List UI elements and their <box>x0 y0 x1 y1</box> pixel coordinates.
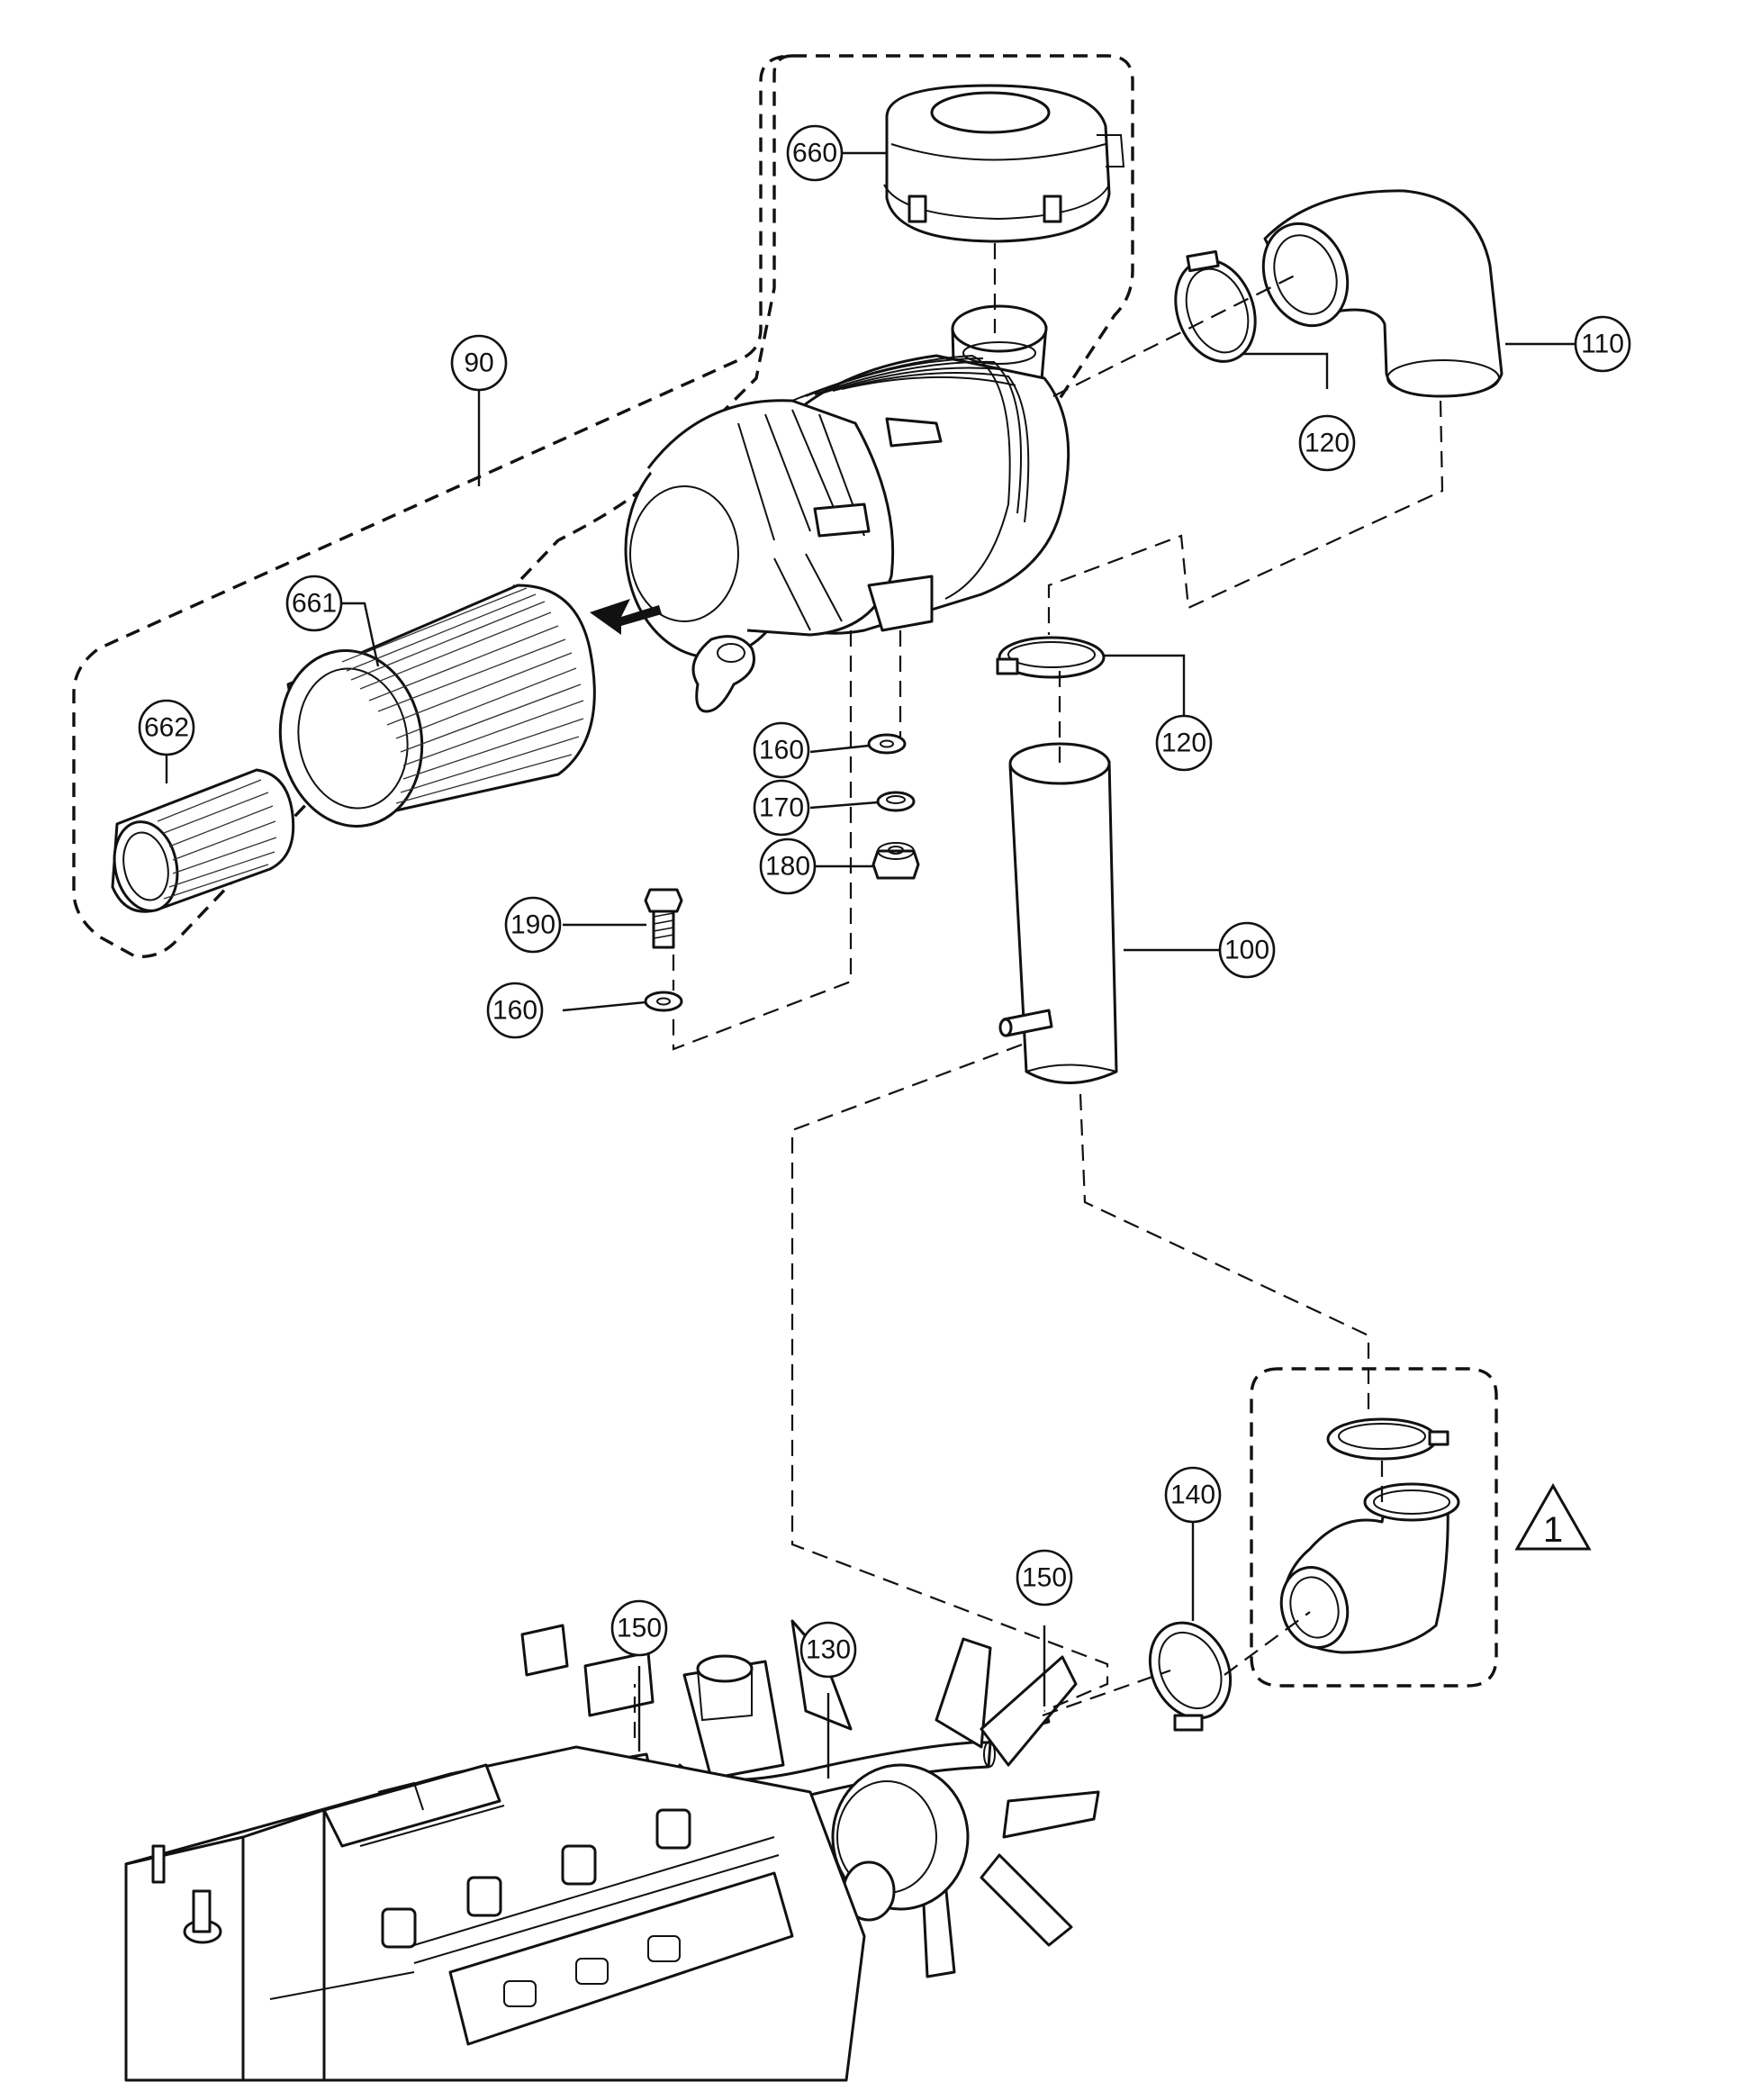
air-cleaner-body <box>624 304 1070 713</box>
flat-washer-160-lower <box>644 991 683 1012</box>
callout-160-lower-label: 160 <box>492 996 537 1026</box>
engine-assembly <box>124 1619 1100 2082</box>
callout-120-middle-label: 120 <box>1161 729 1206 758</box>
callout-150-left-label: 150 <box>617 1614 662 1643</box>
callout-90: 90 <box>450 334 508 392</box>
warning-triangle-icon: 1 <box>1514 1482 1592 1551</box>
assembly-lines <box>633 243 1444 1738</box>
hex-bolt-190 <box>644 888 683 949</box>
callout-661-label: 661 <box>292 589 337 619</box>
callout-660: 660 <box>786 124 844 182</box>
callout-120-upper-label: 120 <box>1305 429 1350 458</box>
callout-130: 130 <box>799 1621 857 1679</box>
hose-clamp-120-middle <box>996 636 1106 679</box>
safety-filter-662 <box>111 768 295 913</box>
callout-100-label: 100 <box>1224 936 1269 965</box>
flat-washer-160-upper <box>867 733 907 755</box>
air-cleaner-kit-boundary <box>72 54 793 959</box>
callout-660-label: 660 <box>792 139 837 168</box>
service-kit-boundary <box>1250 1367 1498 1688</box>
elbow-in-kit <box>1279 1482 1460 1654</box>
callout-110: 110 <box>1574 315 1631 373</box>
clamp-in-kit <box>1326 1417 1449 1461</box>
intake-tube-100 <box>998 742 1118 1084</box>
elbow-hose-110 <box>1261 189 1504 398</box>
hose-clamp-140 <box>1148 1621 1233 1732</box>
callout-170-label: 170 <box>759 793 804 823</box>
callout-160-lower: 160 <box>486 982 544 1039</box>
spring-washer-170 <box>876 791 916 812</box>
callout-150-left: 150 <box>610 1599 668 1657</box>
callout-110-label: 110 <box>1581 330 1624 359</box>
callout-140-label: 140 <box>1170 1480 1215 1510</box>
callout-662-label: 662 <box>144 713 189 743</box>
callout-190-label: 190 <box>510 910 555 940</box>
callout-170: 170 <box>753 779 810 837</box>
callout-130-label: 130 <box>806 1635 851 1665</box>
cover-cap-660 <box>883 84 1125 243</box>
primary-filter-661 <box>278 584 596 828</box>
callout-90-label: 90 <box>464 348 493 378</box>
callout-120-upper: 120 <box>1298 414 1356 472</box>
lock-nut-180 <box>871 842 920 880</box>
callout-150-right-label: 150 <box>1022 1563 1067 1593</box>
callout-662: 662 <box>138 699 195 756</box>
callout-100: 100 <box>1218 921 1276 979</box>
hose-clamp-120-upper <box>1174 249 1257 363</box>
callout-140: 140 <box>1164 1466 1222 1524</box>
callout-190: 190 <box>504 896 562 954</box>
callout-150-right: 150 <box>1016 1549 1073 1607</box>
callout-160-upper-label: 160 <box>759 736 804 765</box>
callout-180: 180 <box>759 837 817 895</box>
callout-160-upper: 160 <box>753 721 810 779</box>
removal-direction-arrow <box>590 599 662 635</box>
callout-180-label: 180 <box>765 852 810 882</box>
callout-120-middle: 120 <box>1155 714 1213 772</box>
leader-lines <box>165 151 1576 1779</box>
callout-661: 661 <box>285 575 343 632</box>
warning-symbol-number: 1 <box>1543 1510 1563 1550</box>
